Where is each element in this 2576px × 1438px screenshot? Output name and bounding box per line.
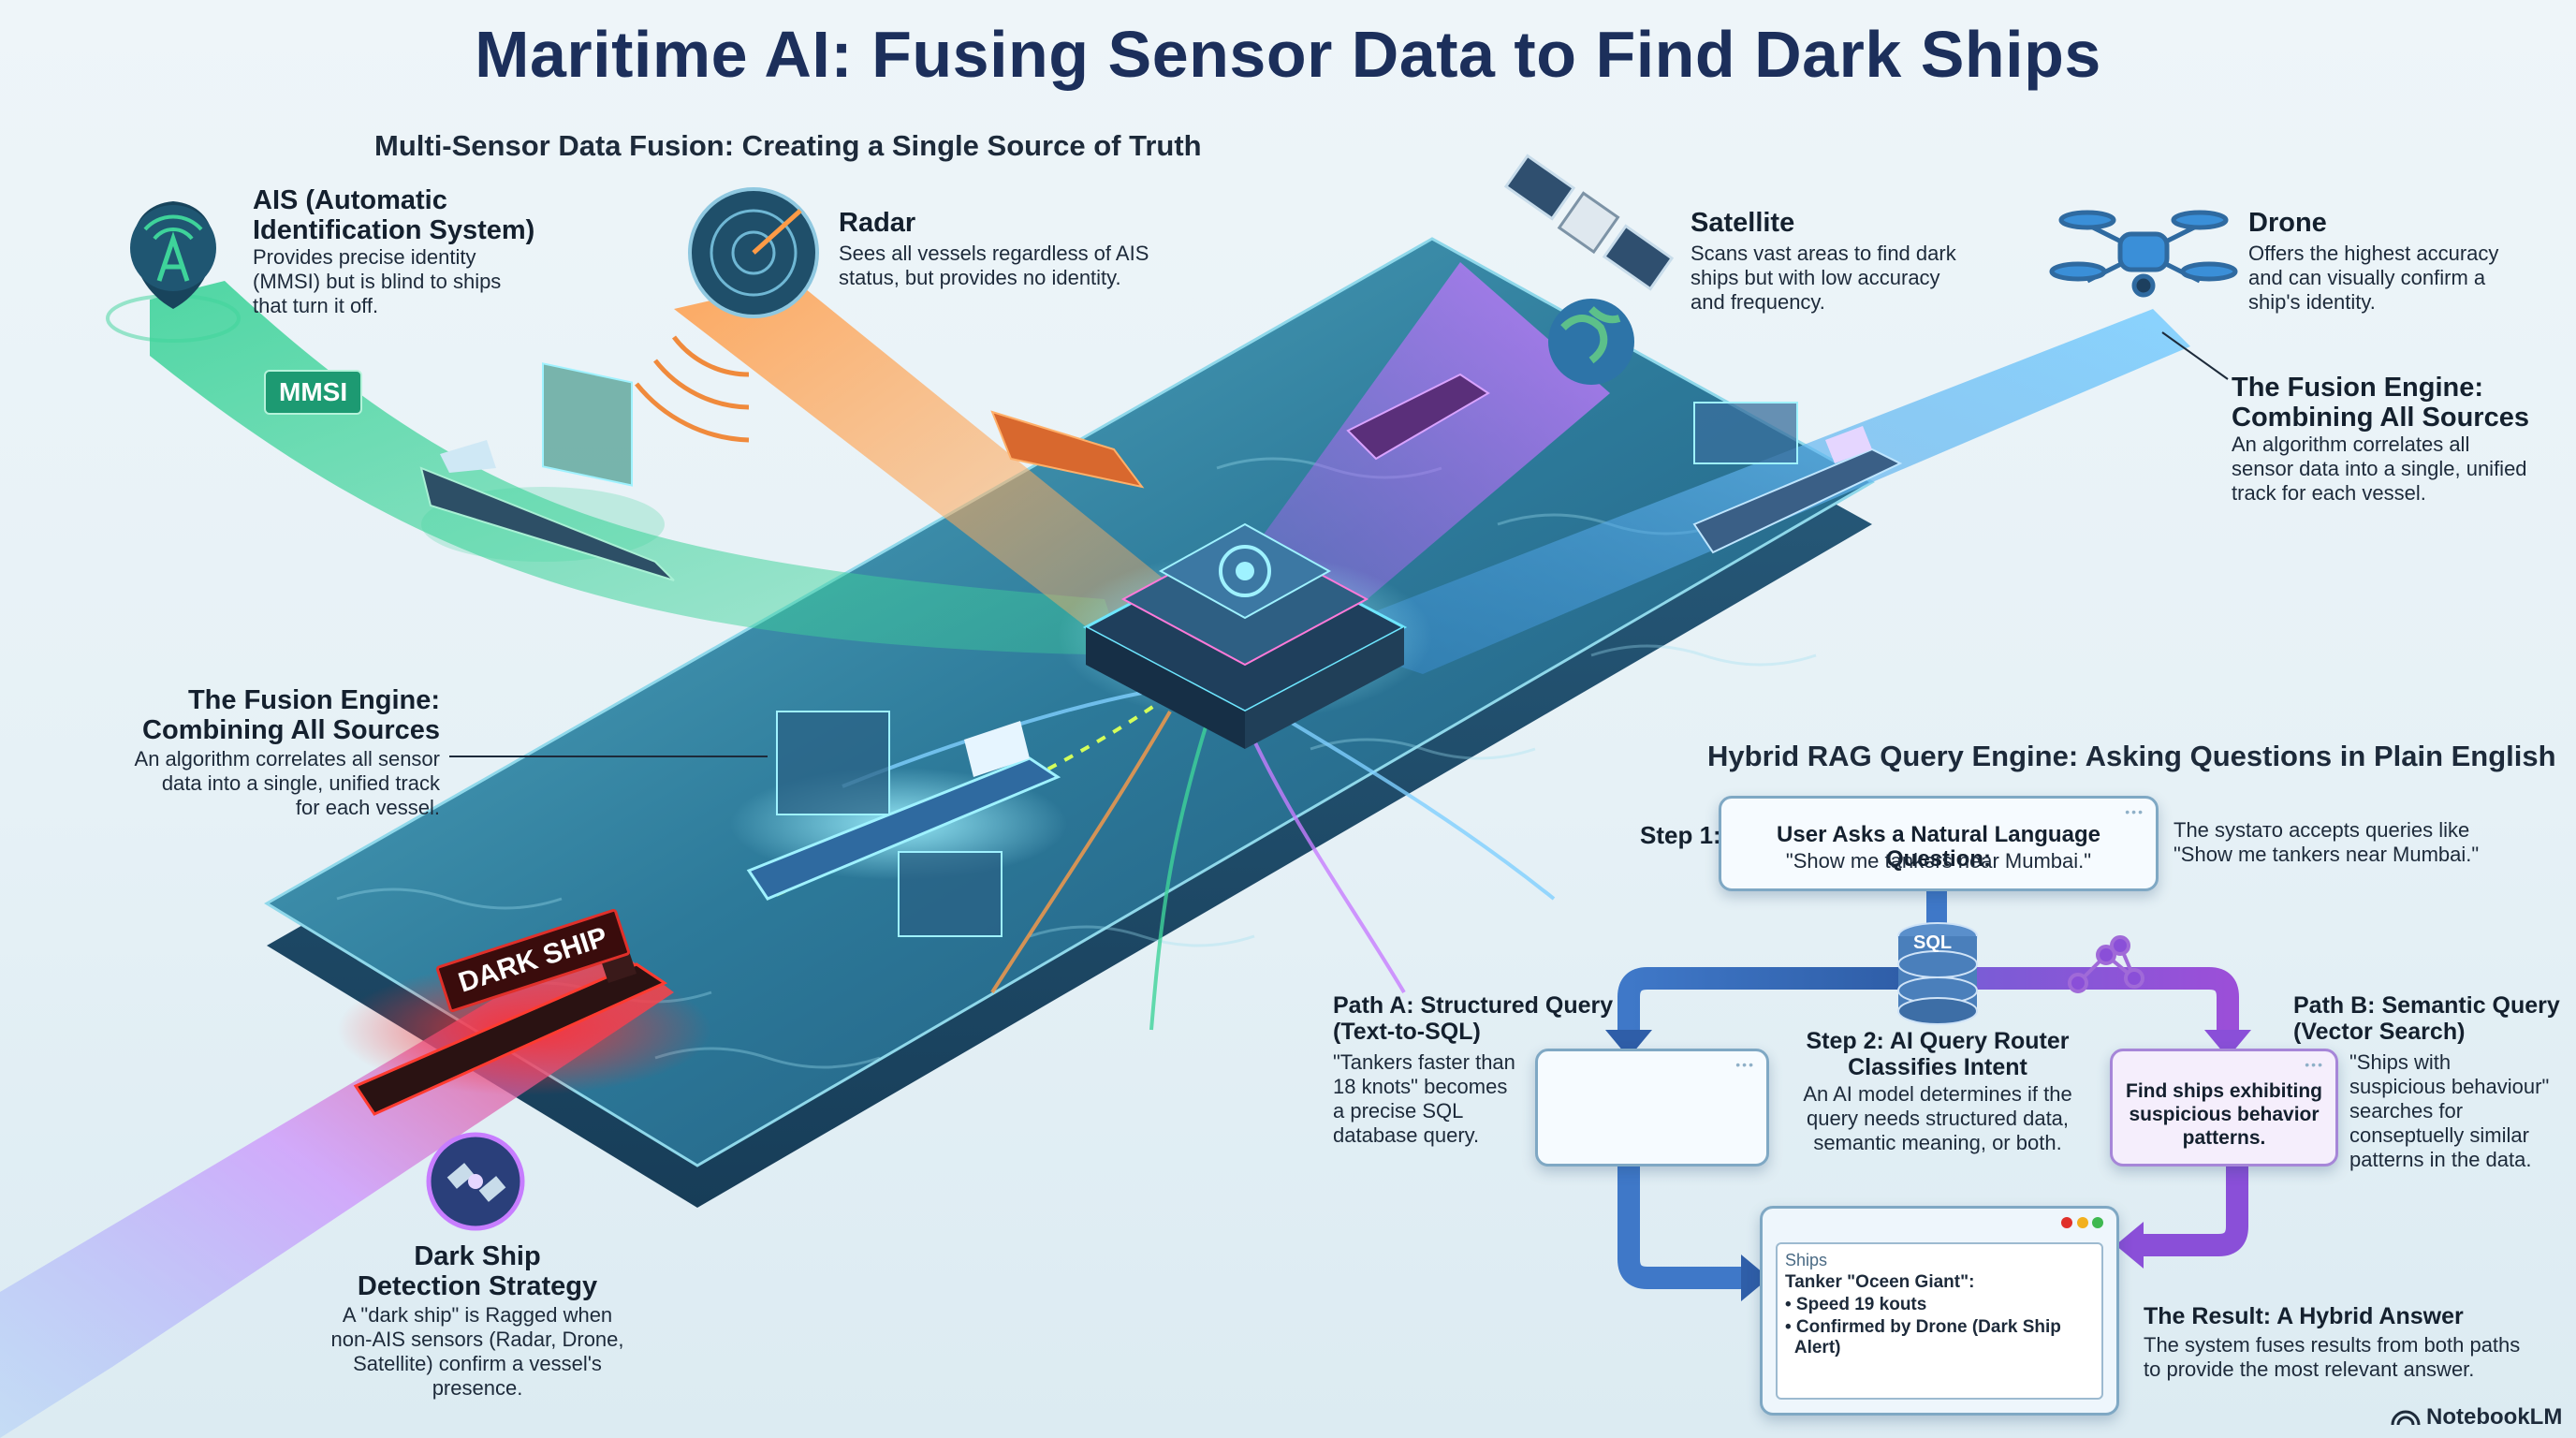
page-title: Maritime AI: Fusing Sensor Data to Find … xyxy=(475,18,2101,91)
fusion-chip xyxy=(1058,522,1432,749)
result-tab: Ships xyxy=(1785,1251,1828,1269)
fusion-engine-left-title: The Fusion Engine: Combining All Sources xyxy=(142,685,440,745)
result-window: Ships Tanker "Oceen Giant": • Speed 19 k… xyxy=(1760,1206,2119,1416)
radar-title: Radar xyxy=(839,208,916,238)
path-b-description: "Ships with suspicious behaviour" search… xyxy=(2349,1050,2550,1171)
dark-ship-satellite-icon xyxy=(426,1132,525,1231)
vector-network-icon xyxy=(2068,935,2144,993)
satellite-beam xyxy=(1217,262,1610,655)
ais-icon-graphic xyxy=(106,201,241,343)
drone-title: Drone xyxy=(2248,208,2327,238)
drone-icon-graphic xyxy=(2049,210,2238,298)
fusion-engine-left-description: An algorithm correlates all sensor data … xyxy=(134,747,440,819)
window-dots: ••• xyxy=(1735,1057,1755,1072)
step2-description: An AI model determines if the query need… xyxy=(1803,1082,2072,1154)
window-dots: ••• xyxy=(2305,1057,2324,1072)
rag-section-heading: Hybrid RAG Query Engine: Asking Question… xyxy=(1707,740,2556,772)
dark-ship-strategy-title: Dark Ship Detection Strategy xyxy=(357,1241,598,1301)
step1-box-query: "Show me tankers near Mumbai." xyxy=(1785,849,2092,873)
satellite-ship xyxy=(1346,373,1490,461)
step1-question-box: ••• User Asks a Natural Language Questio… xyxy=(1719,796,2159,891)
step1-box-title: User Asks a Natural Language Question: xyxy=(1777,822,2100,872)
sql-database-icon xyxy=(1897,922,1978,1025)
window-minimize-dot xyxy=(2076,1217,2088,1228)
data-panels xyxy=(542,362,1798,937)
path-b-vector-box: ••• Find ships exhibiting suspicious beh… xyxy=(2110,1049,2338,1167)
satellite-title: Satellite xyxy=(1690,208,1795,238)
step1-note: The systато accepts queries like "Show m… xyxy=(2174,818,2480,866)
path-b-title: Path B: Semantic Query (Vector Search) xyxy=(2293,992,2560,1045)
fusion-right-pointer xyxy=(2161,331,2229,380)
result-title: The Result: A Hybrid Answer xyxy=(2144,1303,2464,1329)
radar-description: Sees all vessels regardless of AIS statu… xyxy=(839,242,1149,289)
result-line2: • Speed 19 kouts xyxy=(1785,1295,1927,1314)
sql-label: SQL xyxy=(1913,932,1953,953)
fusion-section-heading: Multi-Sensor Data Fusion: Creating a Sin… xyxy=(374,129,1202,162)
rag-flow-arrows xyxy=(1605,885,2251,1301)
path-a-sql-box: ••• xyxy=(1535,1049,1769,1167)
step2-title: Step 2: AI Query Router Classifies Inten… xyxy=(1806,1028,2070,1080)
mmsi-chip: MMSI xyxy=(264,370,363,415)
ais-ship xyxy=(419,440,675,581)
drone-ship xyxy=(1692,426,1903,554)
window-maximize-dot xyxy=(2092,1217,2103,1228)
drone-description: Offers the highest accuracy and can visu… xyxy=(2248,242,2499,314)
ais-title: AIS (Automatic Identification System) xyxy=(253,185,535,245)
result-content: Ships Tanker "Oceen Giant": • Speed 19 k… xyxy=(1776,1242,2103,1400)
path-a-title: Path A: Structured Query (Text-to-SQL) xyxy=(1333,992,1614,1045)
radar-icon-graphic xyxy=(635,187,819,443)
window-controls xyxy=(2061,1216,2103,1233)
notebooklm-logo-icon xyxy=(2391,1410,2421,1426)
result-description: The system fuses results from both paths… xyxy=(2144,1333,2521,1381)
branding-label: NotebookLM xyxy=(2426,1404,2563,1430)
dark-ship-strategy-description: A "dark ship" is Ragged when non-AIS sen… xyxy=(330,1303,624,1400)
satellite-description: Scans vast areas to find dark ships but … xyxy=(1690,242,1956,314)
ais-beam xyxy=(150,281,1123,655)
result-line1: Tanker "Oceen Giant": xyxy=(1785,1272,1975,1292)
ais-description: Provides precise identity (MMSI) but is … xyxy=(253,245,502,317)
step1-label: Step 1: xyxy=(1640,821,1721,849)
window-dots: ••• xyxy=(2125,804,2144,819)
fusion-engine-right-title: The Fusion Engine: Combining All Sources xyxy=(2232,373,2529,433)
path-a-description: "Tankers faster than 18 knots" becomes a… xyxy=(1333,1050,1515,1147)
drone-beam xyxy=(1310,309,2190,674)
radar-ship xyxy=(990,410,1145,489)
result-line3: • Confirmed by Drone (Dark Ship Alert) xyxy=(1785,1317,2061,1357)
radar-beam xyxy=(674,281,1189,655)
dark-ship xyxy=(337,946,711,1116)
path-b-box-text: Find ships exhibiting suspicious behavio… xyxy=(2126,1080,2322,1149)
satellite-icon-graphic xyxy=(1503,154,1675,385)
window-close-dot xyxy=(2061,1217,2073,1228)
fusion-engine-right-description: An algorithm correlates all sensor data … xyxy=(2232,433,2527,505)
